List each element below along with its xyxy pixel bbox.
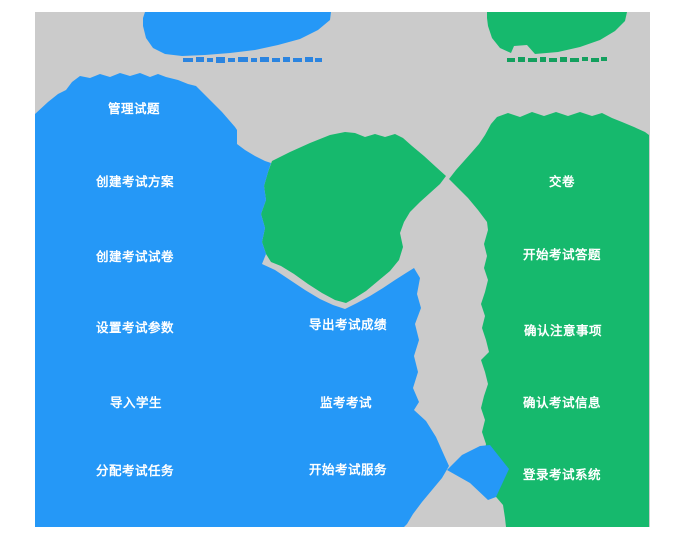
task-label-manage-questions[interactable]: 管理试题 (107, 100, 161, 116)
task-label-export-exam-scores[interactable]: 导出考试成绩 (308, 316, 388, 332)
task-label-import-students[interactable]: 导入学生 (109, 394, 163, 410)
task-label-confirm-exam-info[interactable]: 确认考试信息 (522, 394, 602, 410)
task-label-start-exam-service[interactable]: 开始考试服务 (308, 461, 388, 477)
middle-green-cloud[interactable] (261, 132, 446, 303)
top-right-clipped-green-node[interactable] (487, 12, 627, 54)
top-left-clipped-blue-node[interactable] (143, 12, 331, 56)
bottom-junction-blue-diamond[interactable] (447, 445, 509, 500)
left-tasks-cloud[interactable] (35, 73, 449, 527)
top-right-clipped-label-strokes (507, 57, 607, 62)
task-label-create-exam-paper[interactable]: 创建考试试卷 (95, 248, 175, 264)
top-left-clipped-label-strokes (183, 57, 322, 63)
task-label-proctor-exam[interactable]: 监考考试 (319, 394, 373, 410)
task-label-login-exam-system[interactable]: 登录考试系统 (522, 466, 602, 482)
task-label-confirm-notes[interactable]: 确认注意事项 (523, 322, 603, 338)
task-label-start-answering[interactable]: 开始考试答题 (522, 246, 602, 262)
task-label-assign-exam-tasks[interactable]: 分配考试任务 (95, 462, 175, 478)
task-label-create-exam-plan[interactable]: 创建考试方案 (95, 173, 175, 189)
task-label-set-exam-params[interactable]: 设置考试参数 (95, 319, 175, 335)
task-label-submit-paper[interactable]: 交卷 (548, 173, 576, 189)
right-tasks-cloud[interactable] (449, 112, 649, 527)
